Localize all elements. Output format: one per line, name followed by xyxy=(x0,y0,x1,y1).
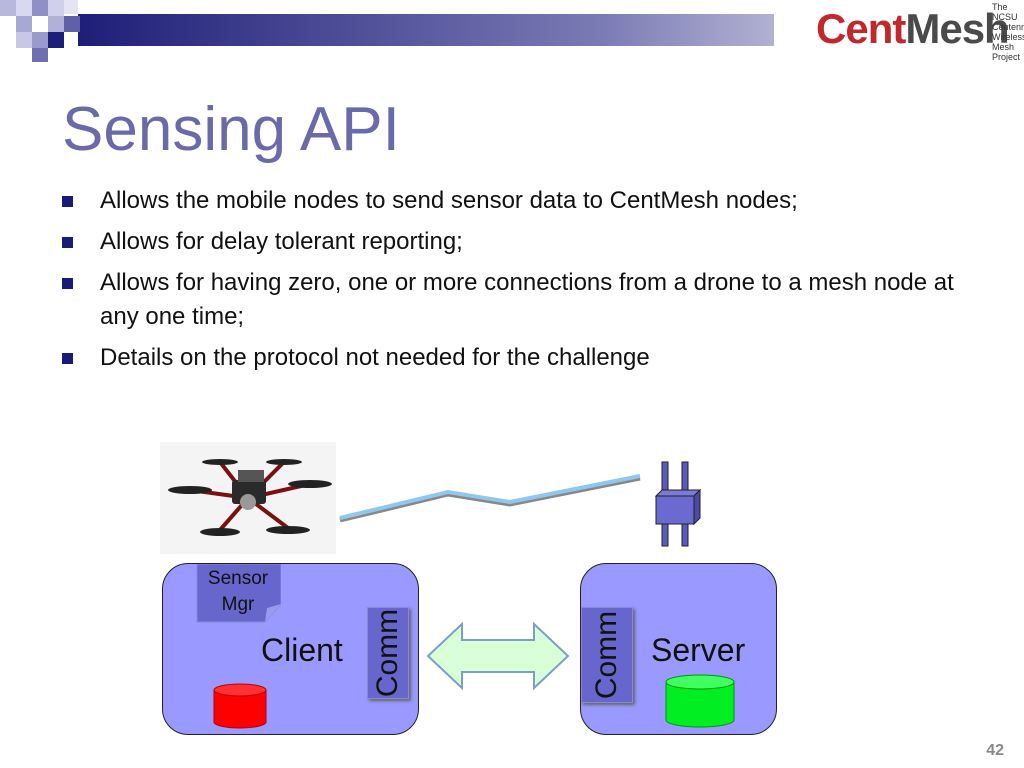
sensor-mgr-box: Sensor Mgr xyxy=(195,564,281,623)
bullet-item: Allows for having zero, one or more conn… xyxy=(62,266,962,334)
server-database-icon xyxy=(665,674,735,728)
client-comm-label: Comm xyxy=(371,608,404,698)
bullet-text: Allows the mobile nodes to send sensor d… xyxy=(100,187,798,214)
client-label: Client xyxy=(261,632,343,668)
bullet-square-icon xyxy=(62,237,73,248)
drone-image xyxy=(160,442,336,554)
wireless-link-line xyxy=(339,474,641,523)
logo-tagline: The NCSU Centennial Wireless Mesh Projec… xyxy=(992,2,1024,62)
client-comm-module: Comm xyxy=(367,607,409,699)
bullet-text: Details on the protocol not needed for t… xyxy=(100,344,650,371)
bidirectional-arrow-icon xyxy=(426,621,570,691)
bullet-square-icon xyxy=(62,353,73,364)
client-box: Sensor Mgr Client Comm xyxy=(162,563,419,735)
bullet-text: Allows for having zero, one or more conn… xyxy=(100,269,954,330)
page-number: 42 xyxy=(986,742,1004,759)
server-label: Server xyxy=(651,632,746,668)
sensor-mgr-label: Sensor Mgr xyxy=(207,568,269,615)
centmesh-logo: CentMesh The NCSU Centennial Wireless Me… xyxy=(774,0,1024,62)
client-database-icon xyxy=(213,683,267,729)
bullet-item: Allows for delay tolerant reporting; xyxy=(62,225,962,259)
bullet-list: Allows the mobile nodes to send sensor d… xyxy=(62,184,962,382)
server-comm-module: Comm xyxy=(581,607,633,703)
server-box: Comm Server xyxy=(580,563,777,735)
logo-wordmark: CentMesh xyxy=(816,4,1010,54)
logo-mesh: Mesh xyxy=(905,5,1009,52)
mesh-node-antenna-icon xyxy=(654,461,702,547)
sensor-mgr-shape xyxy=(196,564,281,623)
logo-cent: Cent xyxy=(816,5,906,52)
bullet-text: Allows for delay tolerant reporting; xyxy=(100,228,463,255)
bullet-item: Allows the mobile nodes to send sensor d… xyxy=(62,184,962,218)
server-comm-label: Comm xyxy=(590,610,623,700)
bullet-item: Details on the protocol not needed for t… xyxy=(62,341,962,375)
bullet-square-icon xyxy=(62,196,73,207)
bullet-square-icon xyxy=(62,278,73,289)
slide-title: Sensing API xyxy=(62,95,400,164)
